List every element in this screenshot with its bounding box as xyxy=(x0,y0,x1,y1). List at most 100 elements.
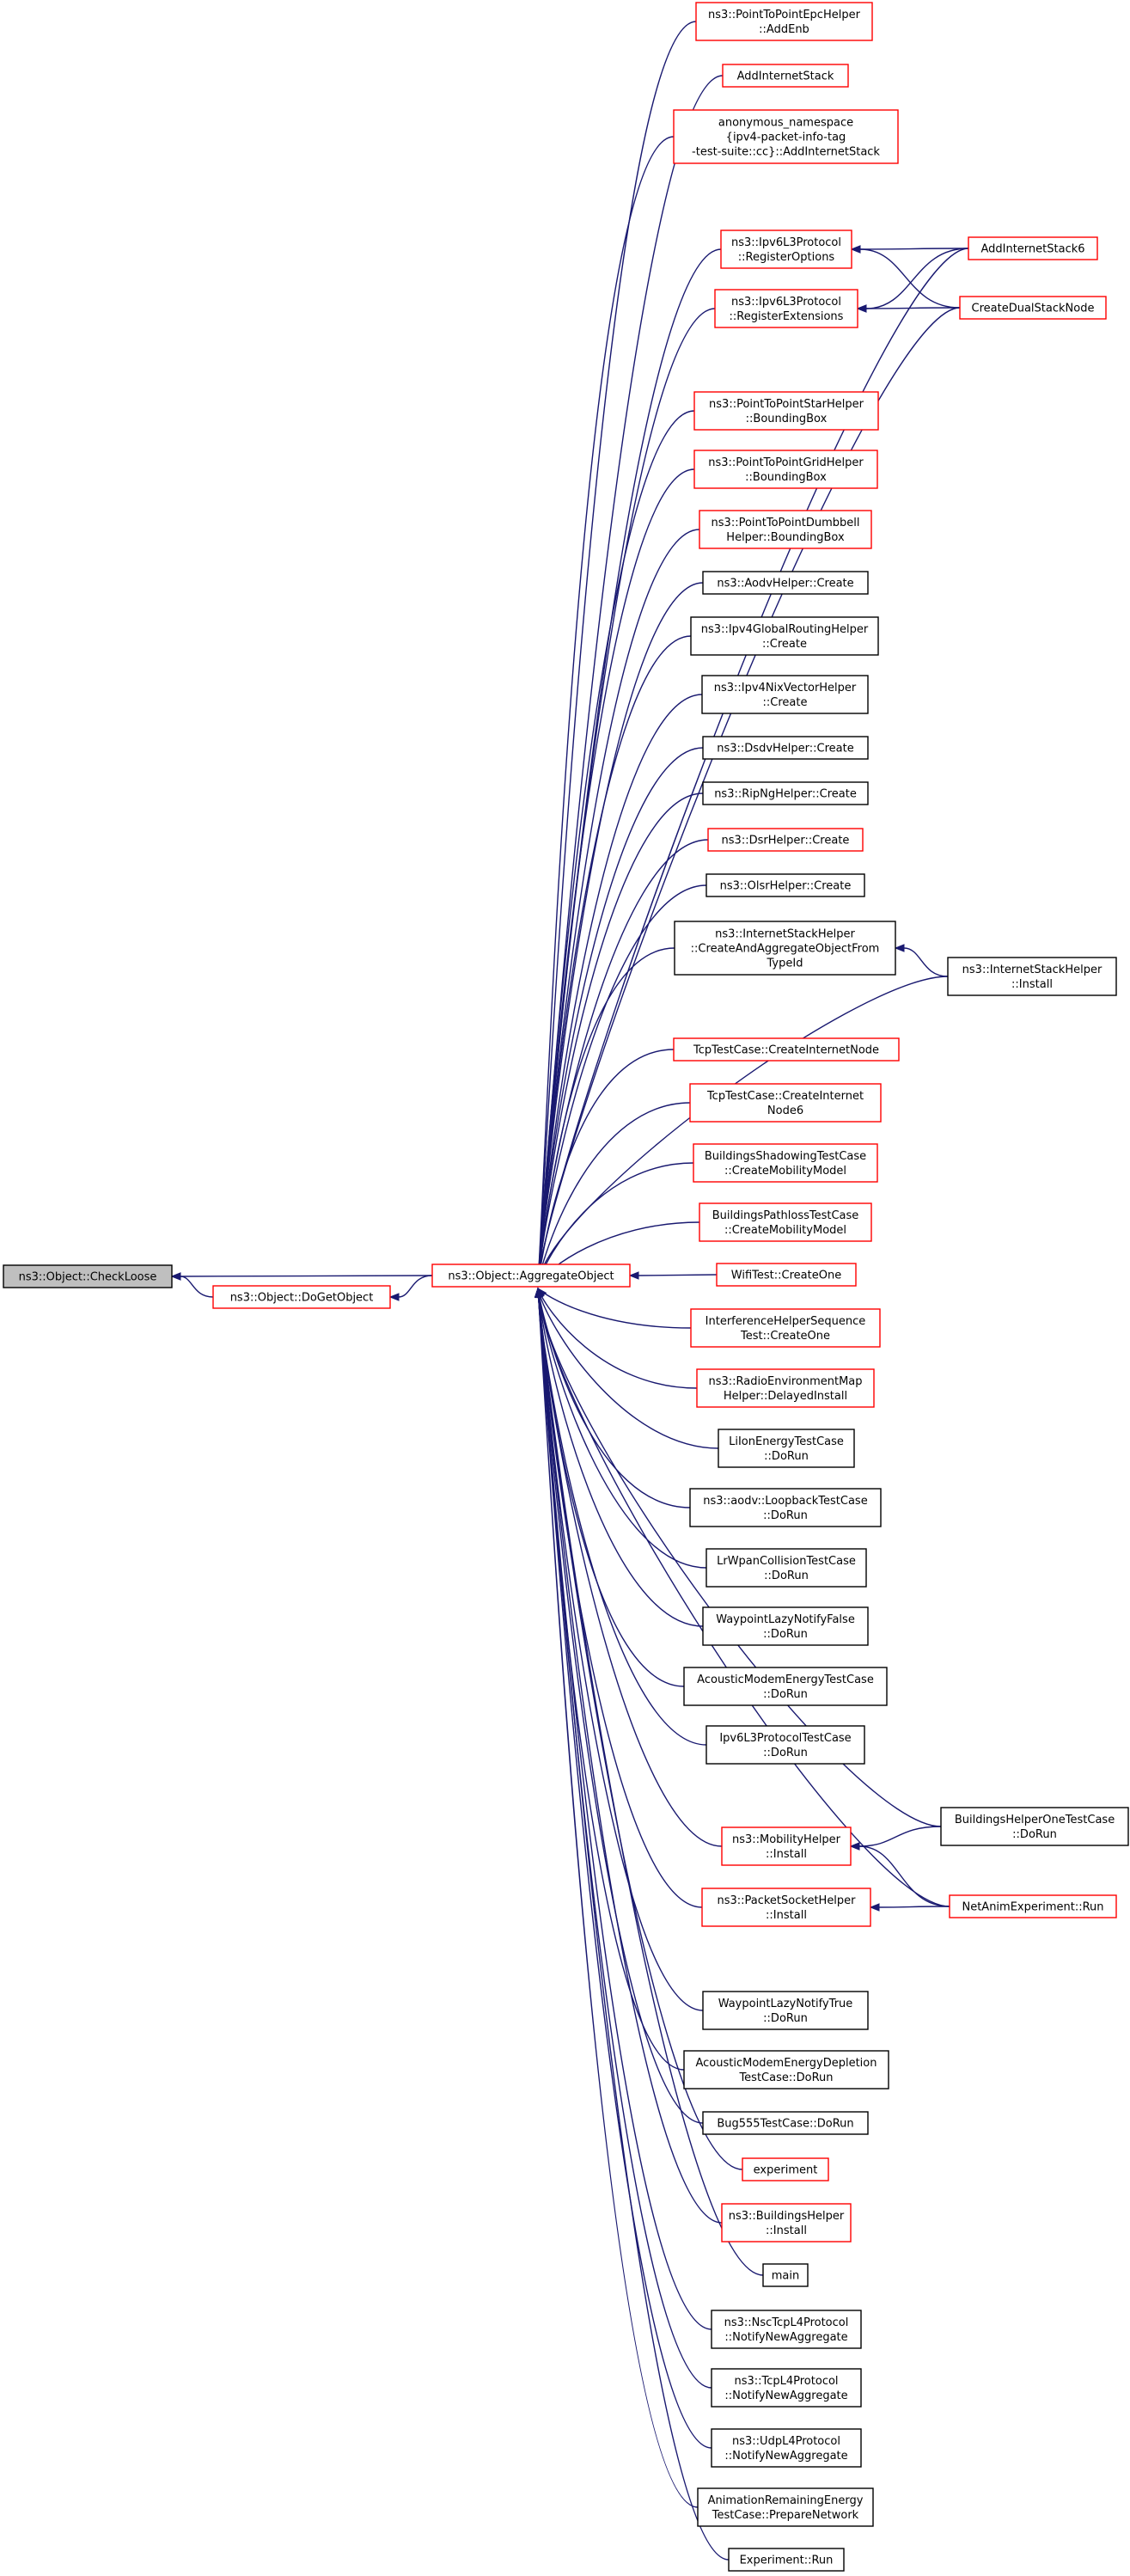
node-label: ::DoRun xyxy=(763,1628,808,1641)
node-n13[interactable]: ns3::RipNgHelper::Create xyxy=(702,781,869,805)
edge-line xyxy=(537,1288,707,1746)
node-n31[interactable]: ns3::PacketSocketHelper::Install xyxy=(701,1888,871,1927)
node-box xyxy=(949,1894,1117,1918)
node-n14[interactable]: ns3::DsrHelper::Create xyxy=(707,828,864,852)
node-box xyxy=(721,2203,852,2243)
node-label: AnimationRemainingEnergy xyxy=(708,2494,864,2507)
node-label: ns3::Ipv6L3Protocol xyxy=(731,236,841,249)
node-label: ns3::PointToPointDumbbell xyxy=(712,517,860,529)
edge-n30-to-aggregate xyxy=(534,1287,723,1847)
node-n32[interactable]: WaypointLazyNotifyTrue::DoRun xyxy=(702,1991,869,2030)
node-n40[interactable]: ns3::UdpL4Protocol::NotifyNewAggregate xyxy=(711,2428,862,2468)
node-label: ::DoRun xyxy=(763,1688,808,1701)
node-label: ::Install xyxy=(766,1909,807,1922)
node-n39[interactable]: ns3::TcpL4Protocol::NotifyNewAggregate xyxy=(711,2368,862,2408)
node-n9[interactable]: ns3::AodvHelper::Create xyxy=(702,571,869,595)
edge-line xyxy=(537,1288,704,2011)
node-n19[interactable]: BuildingsShadowingTestCase::CreateMobili… xyxy=(693,1143,878,1183)
node-box xyxy=(711,2310,862,2349)
edge-line xyxy=(858,1845,950,1907)
node-n41[interactable]: AnimationRemainingEnergyTestCase::Prepar… xyxy=(697,2487,874,2527)
node-n7[interactable]: ns3::PointToPointGridHelper::BoundingBox xyxy=(693,450,878,489)
node-r5[interactable]: NetAnimExperiment::Run xyxy=(949,1894,1117,1918)
edge-line xyxy=(537,1288,942,1827)
node-n24[interactable]: LiIonEnergyTestCase::DoRun xyxy=(718,1429,855,1468)
node-box xyxy=(720,229,852,269)
node-n38[interactable]: ns3::NscTcpL4Protocol::NotifyNewAggregat… xyxy=(711,2310,862,2349)
node-n25[interactable]: ns3::aodv::LoopbackTestCase::DoRun xyxy=(689,1488,882,1527)
node-n8[interactable]: ns3::PointToPointDumbbellHelper::Boundin… xyxy=(699,510,872,549)
edge-line xyxy=(537,1288,691,1508)
node-label: main xyxy=(772,2270,799,2283)
node-n5[interactable]: ns3::Ipv6L3Protocol::RegisterExtensions xyxy=(714,289,858,328)
node-label: ns3::MobilityHelper xyxy=(732,1833,841,1846)
node-n6[interactable]: ns3::PointToPointStarHelper::BoundingBox xyxy=(693,391,879,431)
node-label: ::NotifyNewAggregate xyxy=(724,2331,847,2344)
node-n23[interactable]: ns3::RadioEnvironmentMapHelper::DelayedI… xyxy=(696,1368,875,1408)
node-n16[interactable]: ns3::InternetStackHelper::CreateAndAggre… xyxy=(674,921,896,976)
node-box xyxy=(705,1725,865,1765)
node-checkloose[interactable]: ns3::Object::CheckLoose xyxy=(3,1264,173,1288)
node-n10[interactable]: ns3::Ipv4GlobalRoutingHelper::Create xyxy=(690,616,879,656)
edge-line xyxy=(537,839,709,1284)
node-label: -test-suite::cc}::AddInternetStack xyxy=(692,146,880,159)
node-label: ::BoundingBox xyxy=(745,471,827,484)
node-n36[interactable]: ns3::BuildingsHelper::Install xyxy=(721,2203,852,2243)
node-label: ::DoRun xyxy=(764,1450,809,1463)
node-n34[interactable]: Bug555TestCase::DoRun xyxy=(702,2111,869,2135)
node-n1[interactable]: ns3::PointToPointEpcHelper::AddEnb xyxy=(695,2,873,41)
node-label: TcpTestCase::CreateInternetNode xyxy=(693,1044,879,1057)
node-n12[interactable]: ns3::DsdvHelper::Create xyxy=(702,736,869,760)
node-n22[interactable]: InterferenceHelperSequenceTest::CreateOn… xyxy=(690,1308,881,1348)
edge-line xyxy=(537,1288,730,2561)
edge-r2-to-n4 xyxy=(850,245,961,309)
node-n42[interactable]: Experiment::Run xyxy=(728,2548,845,2572)
node-label: ns3::RadioEnvironmentMap xyxy=(708,1375,862,1388)
node-label: ns3::TcpL4Protocol xyxy=(734,2375,838,2388)
node-box xyxy=(689,1083,882,1123)
node-n26[interactable]: LrWpanCollisionTestCase::DoRun xyxy=(705,1548,867,1588)
node-n15[interactable]: ns3::OlsrHelper::Create xyxy=(705,873,865,897)
node-n28[interactable]: AcousticModemEnergyTestCase::DoRun xyxy=(683,1667,888,1706)
node-label: anonymous_namespace xyxy=(718,117,853,130)
node-n20[interactable]: BuildingsPathlossTestCase::CreateMobilit… xyxy=(699,1202,872,1242)
node-label: NetAnimExperiment::Run xyxy=(962,1901,1103,1914)
edge-r3-to-n16 xyxy=(894,944,949,977)
node-r4[interactable]: BuildingsHelperOneTestCase::DoRun xyxy=(940,1807,1129,1846)
edge-line xyxy=(638,1274,718,1276)
node-aggregate[interactable]: ns3::Object::AggregateObject xyxy=(431,1264,631,1288)
node-n35[interactable]: experiment xyxy=(742,2157,829,2181)
node-n33[interactable]: AcousticModemEnergyDepletionTestCase::Do… xyxy=(683,2050,889,2090)
node-n4[interactable]: ns3::Ipv6L3Protocol::RegisterOptions xyxy=(720,229,852,269)
node-label: Test::CreateOne xyxy=(740,1330,830,1343)
node-box xyxy=(702,571,869,595)
node-r3[interactable]: ns3::InternetStackHelper::Install xyxy=(947,957,1117,996)
edge-line xyxy=(537,1288,704,1627)
node-n30[interactable]: ns3::MobilityHelper::Install xyxy=(721,1826,852,1866)
node-n29[interactable]: Ipv6L3ProtocolTestCase::DoRun xyxy=(705,1725,865,1765)
edge-r1-to-n4 xyxy=(850,245,969,254)
node-n21[interactable]: WifiTest::CreateOne xyxy=(716,1263,857,1287)
node-label: InterferenceHelperSequence xyxy=(705,1315,866,1328)
node-n2[interactable]: AddInternetStack xyxy=(722,64,849,88)
node-box xyxy=(3,1264,173,1288)
node-label: {ipv4-packet-info-tag xyxy=(726,132,846,144)
edge-arrowhead xyxy=(849,1842,860,1851)
node-n27[interactable]: WaypointLazyNotifyFalse::DoRun xyxy=(702,1606,869,1646)
edge-n16-to-aggregate xyxy=(534,947,675,1285)
node-n11[interactable]: ns3::Ipv4NixVectorHelper::Create xyxy=(701,675,869,714)
node-label: TestCase::PrepareNetwork xyxy=(712,2509,859,2522)
node-box xyxy=(702,1991,869,2030)
edge-line xyxy=(865,248,969,309)
node-label: ::AddEnb xyxy=(759,23,809,36)
node-n3[interactable]: anonymous_namespace {ipv4-packet-info-tag… xyxy=(673,109,899,164)
node-r1[interactable]: AddInternetStack6 xyxy=(968,236,1098,260)
node-n17[interactable]: TcpTestCase::CreateInternetNode xyxy=(673,1037,900,1062)
node-label: ns3::Ipv6L3Protocol xyxy=(731,296,841,309)
node-n37[interactable]: main xyxy=(762,2263,809,2287)
node-dogetobject[interactable]: ns3::Object::DoGetObject xyxy=(212,1285,391,1309)
node-r2[interactable]: CreateDualStackNode xyxy=(959,296,1107,320)
node-label: Bug555TestCase::DoRun xyxy=(717,2118,853,2131)
edge-line xyxy=(865,307,961,309)
